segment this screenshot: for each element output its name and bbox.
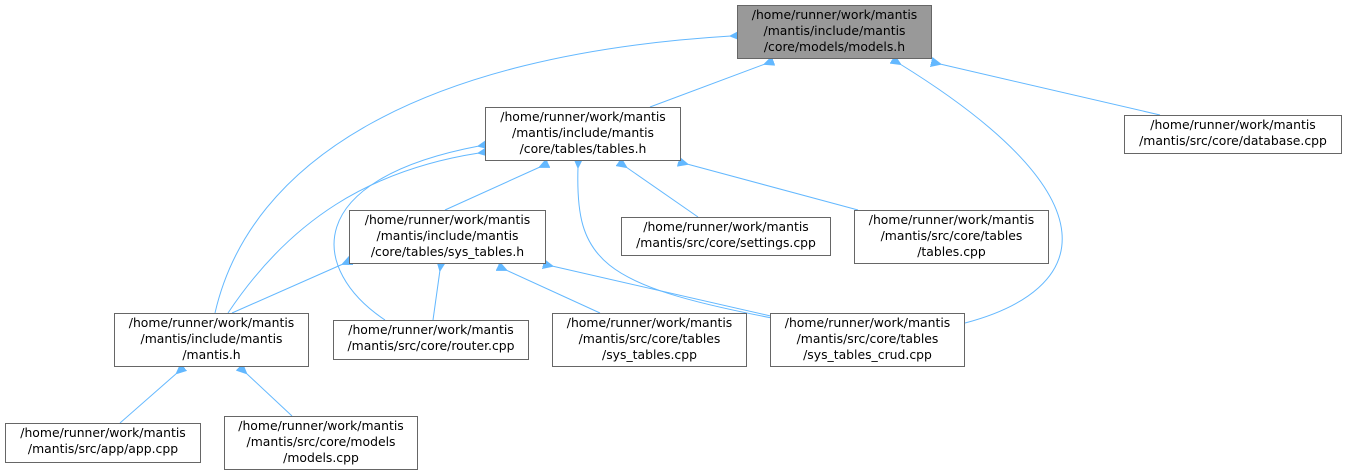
edge-mantis-h-to-models-h bbox=[214, 36, 731, 314]
node-sys-tables-crud-cpp[interactable]: /home/runner/work/mantis /mantis/src/cor… bbox=[770, 313, 965, 367]
edge-router-cpp-to-sys-tables-h bbox=[432, 270, 440, 321]
edge-sys-tables-h-to-tables-h bbox=[444, 167, 540, 211]
node-label-line: /home/runner/work/mantis bbox=[1150, 117, 1316, 132]
node-label-line: /mantis/src/core/tables bbox=[796, 331, 939, 346]
node-label-line: /core/tables/sys_tables.h bbox=[370, 244, 525, 259]
edge-tables-cpp-to-tables-h bbox=[687, 164, 859, 211]
node-label-line: /mantis/include/mantis bbox=[512, 125, 654, 140]
node-label-line: /mantis/include/mantis bbox=[140, 331, 283, 346]
node-label-line: /home/runner/work/mantis bbox=[566, 315, 733, 330]
node-label-line: /home/runner/work/mantis bbox=[128, 315, 295, 330]
node-label-line: /home/runner/work/mantis bbox=[20, 425, 186, 440]
node-label-line: /core/models/models.h bbox=[763, 39, 906, 54]
node-models-cpp[interactable]: /home/runner/work/mantis /mantis/src/cor… bbox=[224, 416, 418, 470]
edge-settings-cpp-to-tables-h bbox=[626, 167, 699, 218]
node-tables-cpp[interactable]: /home/runner/work/mantis /mantis/src/cor… bbox=[854, 210, 1049, 264]
node-app-cpp[interactable]: /home/runner/work/mantis /mantis/src/app… bbox=[5, 423, 201, 463]
node-database-cpp[interactable]: /home/runner/work/mantis /mantis/src/cor… bbox=[1124, 115, 1342, 154]
node-label-line: /home/runner/work/mantis bbox=[348, 322, 514, 337]
node-label-line: /models.cpp bbox=[283, 450, 359, 465]
edges bbox=[119, 36, 1161, 424]
node-label-line: /mantis/src/core/tables bbox=[880, 228, 1023, 243]
node-sys-tables-h[interactable]: /home/runner/work/mantis /mantis/include… bbox=[349, 210, 546, 264]
node-label-line: /mantis/include/mantis bbox=[763, 23, 906, 38]
node-label-line: /mantis.h bbox=[182, 347, 241, 362]
edge-mantis-h-to-sys-tables-h bbox=[231, 264, 343, 314]
node-settings-cpp[interactable]: /home/runner/work/mantis /mantis/src/cor… bbox=[621, 217, 831, 256]
node-sys-tables-cpp[interactable]: /home/runner/work/mantis /mantis/src/cor… bbox=[552, 313, 747, 367]
node-label-line: /home/runner/work/mantis bbox=[868, 212, 1035, 227]
node-tables-h[interactable]: /home/runner/work/mantis /mantis/include… bbox=[485, 107, 681, 161]
node-label-line: /home/runner/work/mantis bbox=[751, 7, 918, 22]
node-models-h: /home/runner/work/mantis /mantis/include… bbox=[737, 5, 932, 59]
edge-tables-h-to-models-h bbox=[649, 64, 765, 108]
edge-sys-tables-cpp-to-sys-tables-h bbox=[506, 270, 601, 314]
node-label-line: /mantis/src/core/settings.cpp bbox=[636, 235, 816, 250]
node-label-line: /sys_tables.cpp bbox=[602, 347, 697, 362]
node-label-line: /core/tables/tables.h bbox=[519, 141, 647, 156]
node-label-line: /home/runner/work/mantis bbox=[364, 212, 531, 227]
node-mantis-h[interactable]: /home/runner/work/mantis /mantis/include… bbox=[114, 313, 309, 367]
node-label-line: /mantis/src/app/app.cpp bbox=[27, 441, 179, 456]
node-label-line: /tables.cpp bbox=[917, 244, 986, 259]
edge-app-cpp-to-mantis-h bbox=[119, 373, 177, 424]
edge-mantis-h-to-tables-h bbox=[227, 153, 479, 314]
node-label-line: /sys_tables_crud.cpp bbox=[803, 347, 932, 362]
node-label-line: /mantis/src/core/database.cpp bbox=[1139, 133, 1327, 148]
edge-models-cpp-to-mantis-h bbox=[246, 373, 293, 417]
node-label-line: /home/runner/work/mantis bbox=[238, 418, 404, 433]
node-label-line: /mantis/src/core/router.cpp bbox=[347, 338, 515, 353]
edge-sys-tables-crud-cpp-to-sys-tables-h bbox=[552, 266, 776, 318]
edge-router-cpp-to-tables-h bbox=[333, 146, 479, 321]
edge-database-cpp-to-models-h bbox=[940, 64, 1161, 116]
node-label-line: /home/runner/work/mantis bbox=[643, 219, 809, 234]
node-label-line: /home/runner/work/mantis bbox=[784, 315, 951, 330]
node-router-cpp[interactable]: /home/runner/work/mantis /mantis/src/cor… bbox=[333, 320, 529, 360]
edge-sys-tables-crud-cpp-to-models-h bbox=[900, 64, 1063, 324]
edge-sys-tables-crud-cpp-to-tables-h bbox=[578, 167, 773, 319]
node-label-line: /mantis/src/core/models bbox=[246, 434, 396, 449]
node-label-line: /mantis/include/mantis bbox=[376, 228, 519, 243]
node-label-line: /home/runner/work/mantis bbox=[500, 109, 666, 124]
node-label-line: /mantis/src/core/tables bbox=[578, 331, 721, 346]
